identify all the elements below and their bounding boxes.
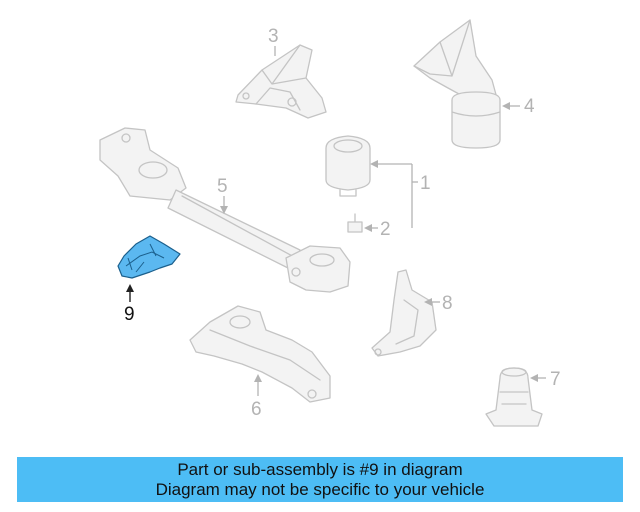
callout-6: 6 bbox=[251, 399, 262, 420]
part-7-mount[interactable] bbox=[485, 367, 543, 427]
part-8-bracket[interactable] bbox=[371, 269, 437, 357]
part-2-bolt[interactable] bbox=[347, 213, 363, 233]
callout-2: 2 bbox=[380, 219, 391, 240]
callout-9: 9 bbox=[124, 304, 135, 325]
callout-4: 4 bbox=[524, 96, 535, 117]
part-4-engine-mount[interactable] bbox=[413, 19, 501, 149]
banner-line-1: Part or sub-assembly is #9 in diagram bbox=[177, 460, 463, 479]
callout-5: 5 bbox=[217, 176, 228, 197]
part-5-crossmember[interactable] bbox=[99, 127, 351, 293]
info-banner: Part or sub-assembly is #9 in diagram Di… bbox=[17, 457, 623, 502]
callout-7: 7 bbox=[550, 369, 561, 390]
part-9-bracket[interactable] bbox=[117, 235, 181, 279]
part-6-bracket[interactable] bbox=[189, 305, 331, 403]
banner-line-2: Diagram may not be specific to your vehi… bbox=[155, 480, 485, 499]
callout-8: 8 bbox=[442, 293, 453, 314]
part-1-mount[interactable] bbox=[325, 135, 371, 197]
callout-3: 3 bbox=[268, 26, 279, 47]
callout-1: 1 bbox=[420, 173, 431, 194]
part-3-bracket[interactable] bbox=[235, 44, 327, 119]
parts-diagram: 3 4 1 2 5 bbox=[99, 19, 561, 427]
